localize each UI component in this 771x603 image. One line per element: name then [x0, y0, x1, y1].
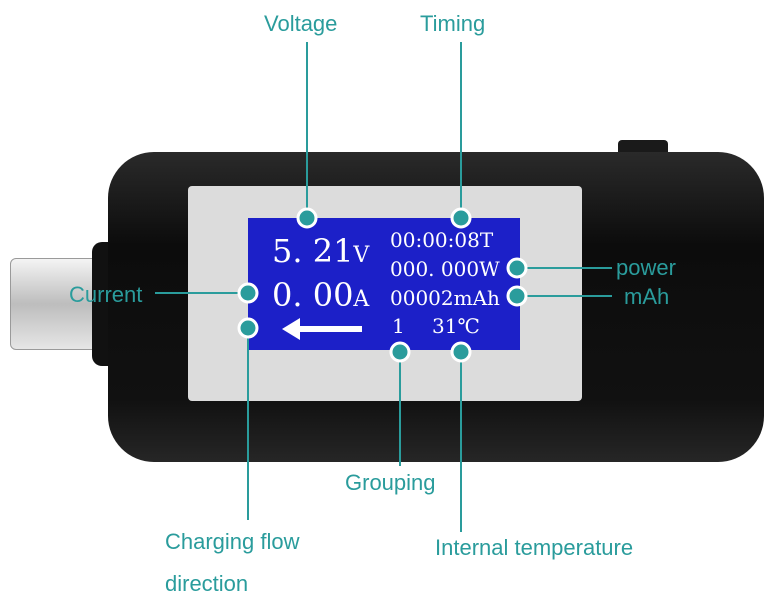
charging-direction-arrow-icon [282, 318, 362, 340]
charging-flow-marker-dot [237, 317, 259, 339]
internal-temperature-label: Internal temperature [435, 535, 634, 560]
group-value: 1 [392, 314, 405, 338]
timing-marker-dot [450, 207, 472, 229]
voltage-label: Voltage [264, 11, 338, 36]
mah-marker-dot [506, 285, 528, 307]
grouping-label: Grouping [345, 470, 436, 495]
power-marker-dot [506, 257, 528, 279]
charging-flow-label-line2: direction [165, 571, 249, 596]
charging-flow-label: Charging flow [165, 529, 300, 554]
temperature-value: 31℃ [432, 314, 480, 338]
timing-value: 00:00:08T [390, 228, 494, 252]
mah-label: mAh [624, 284, 670, 309]
grouping-marker-dot [389, 341, 411, 363]
timing-label: Timing [420, 11, 486, 36]
power-value: 000. 000W [390, 257, 500, 281]
voltage-marker-dot [296, 207, 318, 229]
current-marker-dot [237, 282, 259, 304]
current-label: Current [69, 282, 143, 307]
power-label: power [616, 255, 676, 280]
capacity-value: 00002mAh [390, 286, 500, 310]
voltage-value: 5. 21V [272, 232, 370, 270]
temperature-marker-dot [450, 341, 472, 363]
current-value: 0. 00A [272, 276, 370, 314]
